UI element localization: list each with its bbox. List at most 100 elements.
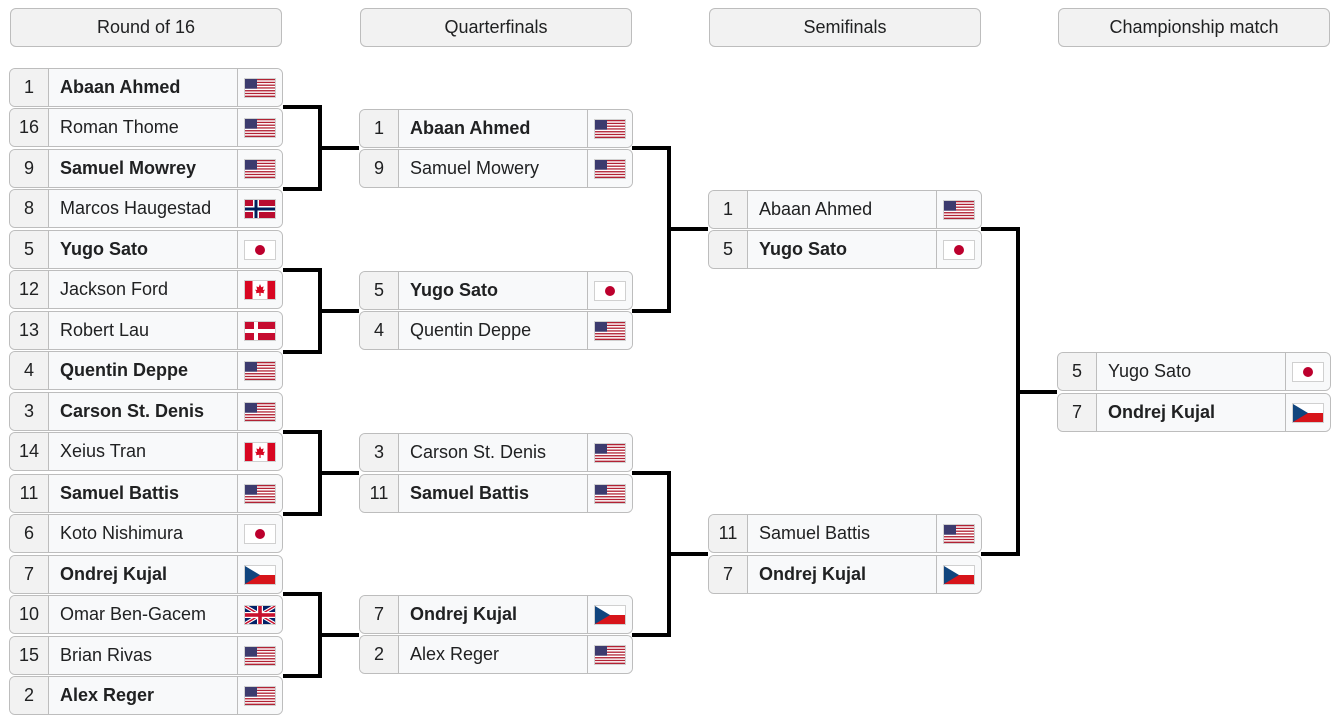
seed-number: 7: [1058, 394, 1097, 431]
japan-flag-icon: [237, 231, 282, 268]
seed-number: 7: [10, 556, 49, 593]
usa-flag-icon: [237, 393, 282, 430]
player-name: Koto Nishimura: [60, 523, 184, 543]
player-name: Quentin Deppe: [60, 360, 189, 380]
bracket-connector: [1018, 390, 1057, 394]
seed-number: 16: [10, 109, 49, 146]
round-header: Semifinals: [709, 8, 981, 47]
player-name: Carson St. Denis: [60, 401, 205, 421]
round-header: Championship match: [1058, 8, 1330, 47]
bracket-connector: [283, 105, 322, 109]
canada-flag-icon: [237, 271, 282, 308]
seed-number: 14: [10, 433, 49, 470]
bracket-connector: [320, 471, 359, 475]
seed-number: 5: [10, 231, 49, 268]
seed-number: 13: [10, 312, 49, 349]
bracket-connector: [632, 309, 671, 313]
seed-number: 5: [1058, 353, 1097, 390]
bracket-connector: [632, 146, 671, 150]
japan-flag-icon: [237, 515, 282, 552]
bracket-connector: [669, 227, 708, 231]
seed-number: 2: [10, 677, 49, 714]
bracket-connector: [632, 471, 671, 475]
bracket-slot: 5 Yugo Sato: [9, 230, 283, 269]
bracket-connector: [283, 512, 322, 516]
seed-number: 11: [10, 475, 49, 512]
canada-flag-icon: [237, 433, 282, 470]
player-name: Roman Thome: [60, 117, 179, 137]
bracket-slot: 9 Samuel Mowrey: [9, 149, 283, 188]
usa-flag-icon: [237, 637, 282, 674]
japan-flag-icon: [936, 231, 981, 268]
norway-flag-icon: [237, 190, 282, 227]
player-name: Alex Reger: [60, 685, 155, 705]
player-name: Samuel Mowery: [410, 158, 540, 178]
player-name: Yugo Sato: [60, 239, 149, 259]
seed-number: 1: [360, 110, 399, 147]
bracket-connector: [283, 674, 322, 678]
bracket-connector: [981, 552, 1020, 556]
player-name: Ondrej Kujal: [1108, 402, 1216, 422]
player-name: Samuel Mowrey: [60, 158, 197, 178]
bracket-slot: 5 Yugo Sato: [1057, 352, 1331, 391]
usa-flag-icon: [237, 150, 282, 187]
bracket-connector: [320, 146, 359, 150]
seed-number: 9: [10, 150, 49, 187]
bracket-slot: 1 Abaan Ahmed: [359, 109, 633, 148]
usa-flag-icon: [237, 109, 282, 146]
usa-flag-icon: [587, 475, 632, 512]
czech-flag-icon: [237, 556, 282, 593]
player-name: Abaan Ahmed: [60, 77, 181, 97]
player-name: Yugo Sato: [1108, 361, 1192, 381]
bracket-slot: 12 Jackson Ford: [9, 270, 283, 309]
usa-flag-icon: [237, 69, 282, 106]
player-name: Robert Lau: [60, 320, 150, 340]
czech-flag-icon: [1285, 394, 1330, 431]
seed-number: 9: [360, 150, 399, 187]
bracket-slot: 16 Roman Thome: [9, 108, 283, 147]
player-name: Xeius Tran: [60, 441, 147, 461]
bracket-connector: [283, 592, 322, 596]
bracket-connector: [669, 552, 708, 556]
player-name: Jackson Ford: [60, 279, 169, 299]
player-name: Abaan Ahmed: [410, 118, 531, 138]
usa-flag-icon: [237, 677, 282, 714]
bracket-connector: [283, 268, 322, 272]
bracket-slot: 9 Samuel Mowery: [359, 149, 633, 188]
japan-flag-icon: [587, 272, 632, 309]
bracket-connector: [283, 350, 322, 354]
usa-flag-icon: [237, 352, 282, 389]
bracket-slot: 2 Alex Reger: [9, 676, 283, 715]
seed-number: 6: [10, 515, 49, 552]
usa-flag-icon: [936, 191, 981, 228]
player-name: Ondrej Kujal: [60, 564, 168, 584]
round-header: Round of 16: [10, 8, 282, 47]
bracket-slot: 7 Ondrej Kujal: [9, 555, 283, 594]
player-name: Carson St. Denis: [410, 442, 547, 462]
seed-number: 12: [10, 271, 49, 308]
seed-number: 7: [709, 556, 748, 593]
round-header: Quarterfinals: [360, 8, 632, 47]
bracket-connector: [320, 633, 359, 637]
usa-flag-icon: [587, 312, 632, 349]
uk-flag-icon: [237, 596, 282, 633]
usa-flag-icon: [587, 434, 632, 471]
player-name: Ondrej Kujal: [410, 604, 518, 624]
seed-number: 2: [360, 636, 399, 673]
seed-number: 5: [709, 231, 748, 268]
seed-number: 5: [360, 272, 399, 309]
usa-flag-icon: [587, 150, 632, 187]
player-name: Brian Rivas: [60, 645, 153, 665]
seed-number: 10: [10, 596, 49, 633]
usa-flag-icon: [936, 515, 981, 552]
czech-flag-icon: [936, 556, 981, 593]
